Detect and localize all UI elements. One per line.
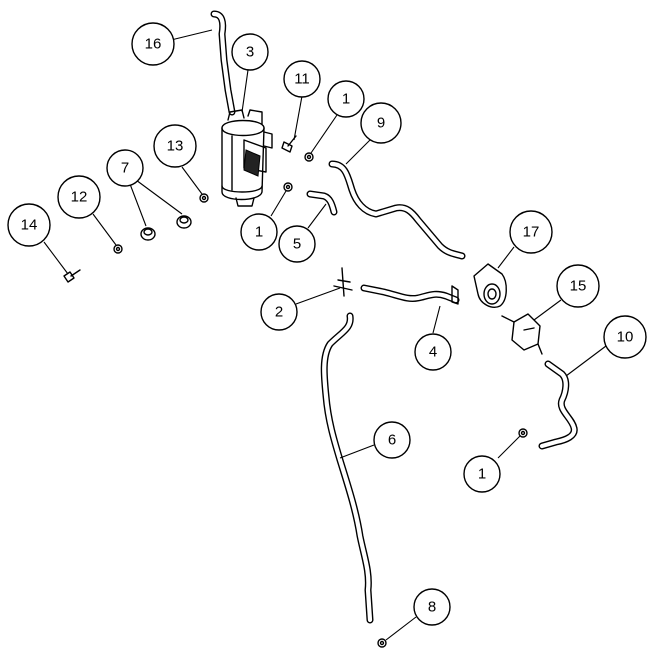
part-12-nut xyxy=(113,244,123,254)
part-16-rod xyxy=(210,10,236,116)
part-17-housing xyxy=(473,263,507,308)
callout-2: 2 xyxy=(260,293,298,331)
callout-9: 9 xyxy=(360,102,402,144)
callout-label: 4 xyxy=(429,344,437,361)
callout-15: 15 xyxy=(556,264,600,308)
callout-label: 10 xyxy=(617,329,634,346)
callout-17: 17 xyxy=(509,210,553,254)
callout-4: 4 xyxy=(414,333,452,371)
callout-7: 7 xyxy=(106,149,144,187)
part-7-grommets xyxy=(140,215,192,241)
callout-5: 5 xyxy=(278,225,316,263)
callout-8: 8 xyxy=(413,588,451,626)
callout-label: 11 xyxy=(294,71,310,88)
callout-label: 1 xyxy=(255,224,263,241)
callout-6: 6 xyxy=(373,421,411,459)
callout-1-mid: 1 xyxy=(240,213,278,251)
callout-label: 13 xyxy=(167,138,184,155)
callout-label: 12 xyxy=(71,189,88,206)
callout-1-bottom: 1 xyxy=(463,455,501,493)
part-1-nut-b xyxy=(283,182,293,192)
part-1-nut-c xyxy=(518,428,528,438)
part-15-valve xyxy=(501,313,543,355)
callout-label: 17 xyxy=(523,224,540,241)
callout-3: 3 xyxy=(231,33,269,71)
callout-label: 9 xyxy=(377,115,385,132)
part-5-elbow-hose xyxy=(306,190,338,216)
part-1-nut-a xyxy=(304,152,314,162)
callout-label: 1 xyxy=(342,91,350,108)
callout-label: 2 xyxy=(275,304,283,321)
callout-label: 1 xyxy=(478,466,486,483)
part-8-nut xyxy=(377,638,387,648)
part-3-canister xyxy=(221,109,273,207)
callout-label: 5 xyxy=(293,236,301,253)
callout-label: 15 xyxy=(570,278,587,295)
part-6-hose xyxy=(320,312,374,624)
callout-12: 12 xyxy=(57,175,101,219)
callout-13: 13 xyxy=(153,124,197,168)
part-13-nut xyxy=(199,193,209,203)
part-10-hose xyxy=(538,360,578,450)
callout-10: 10 xyxy=(603,315,647,359)
leader-lines xyxy=(43,29,607,641)
part-2-connector xyxy=(333,267,353,297)
callout-16: 16 xyxy=(131,22,175,66)
callout-label: 3 xyxy=(246,44,254,61)
callout-label: 8 xyxy=(428,599,436,616)
part-4-hose xyxy=(360,284,460,305)
part-9-hose xyxy=(328,160,466,260)
callout-label: 14 xyxy=(21,217,38,234)
callout-1-top: 1 xyxy=(327,80,365,118)
callout-label: 6 xyxy=(388,432,396,449)
callout-14: 14 xyxy=(7,203,51,247)
callout-label: 16 xyxy=(145,36,162,53)
callout-label: 7 xyxy=(121,160,129,177)
callout-11: 11 xyxy=(283,60,321,98)
